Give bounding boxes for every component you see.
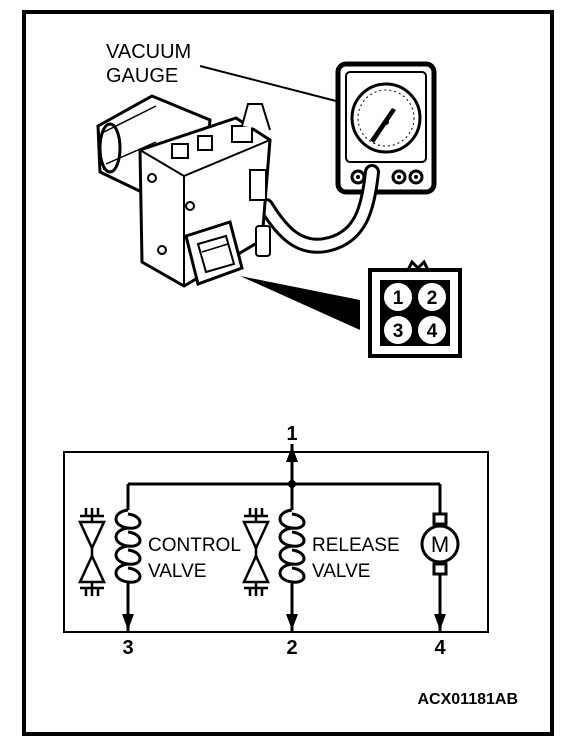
terminal-4-label: 4 bbox=[434, 637, 446, 659]
motor-symbol: M bbox=[431, 532, 449, 557]
release-diode-icon bbox=[242, 508, 270, 596]
motor-icon bbox=[420, 512, 460, 576]
connector-pin-4: 4 bbox=[427, 321, 438, 342]
connector-pin-2: 2 bbox=[427, 288, 438, 309]
figure-id: ACX01181AB bbox=[418, 691, 519, 708]
connector-pin-3: 3 bbox=[393, 321, 404, 342]
terminal-2-label: 2 bbox=[286, 637, 297, 659]
control-diode-icon bbox=[78, 508, 106, 596]
circuit-box bbox=[63, 451, 489, 633]
actuator-icon bbox=[96, 94, 272, 288]
connector-pin-diagram bbox=[368, 259, 462, 358]
release-valve-label-line1: RELEASE bbox=[312, 535, 400, 556]
terminal-1-label: 1 bbox=[286, 423, 297, 445]
vacuum-gauge-icon bbox=[335, 61, 437, 195]
connector-callout-wedge bbox=[240, 276, 360, 330]
control-valve-label-line2: VALVE bbox=[148, 561, 206, 582]
gauge-leader-line bbox=[199, 65, 341, 103]
control-valve-label-line1: CONTROL bbox=[148, 535, 241, 556]
release-valve-label-line2: VALVE bbox=[312, 561, 370, 582]
circuit-diagram bbox=[63, 444, 489, 633]
connector-pin-1: 1 bbox=[393, 288, 404, 309]
outer-border bbox=[22, 10, 554, 736]
terminal-3-label: 3 bbox=[122, 637, 133, 659]
gauge-label-line1: VACUUM bbox=[106, 41, 191, 63]
gauge-label-line2: GAUGE bbox=[106, 65, 178, 87]
